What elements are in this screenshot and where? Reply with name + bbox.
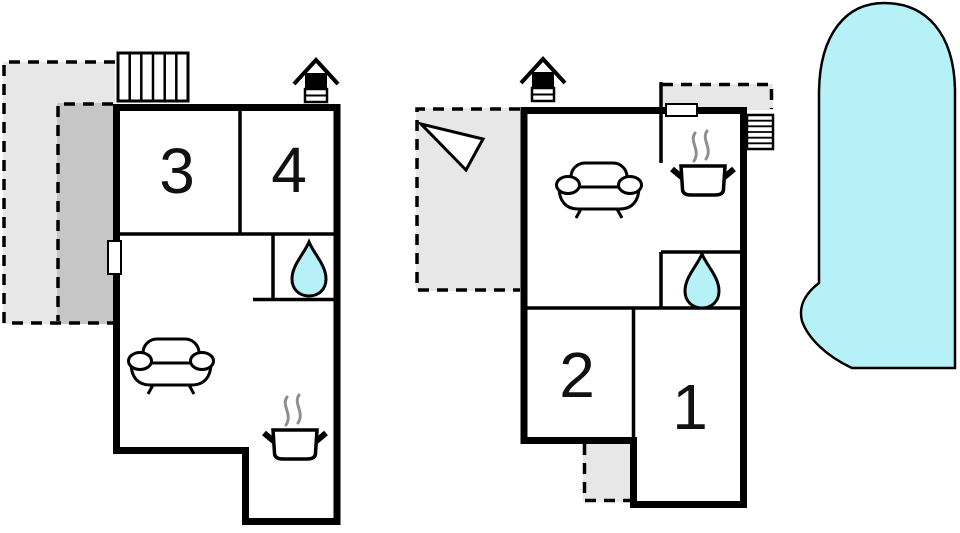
swimming-pool bbox=[799, 1, 957, 370]
room-3-label: 3 bbox=[159, 135, 195, 207]
chimney-icon bbox=[292, 58, 340, 104]
room-1-label: 1 bbox=[672, 371, 708, 443]
right-floor-plan: 2 1 bbox=[415, 57, 775, 508]
terrace-patch-bottom bbox=[583, 443, 630, 502]
direction-arrow-icon bbox=[416, 121, 486, 173]
window-marker bbox=[665, 103, 698, 117]
room-2-label: 2 bbox=[559, 339, 595, 411]
stairs-icon bbox=[116, 51, 190, 103]
stairs-icon bbox=[745, 113, 775, 151]
terrace-patch-dashed-border bbox=[582, 444, 630, 503]
terrace-dashed-border bbox=[415, 107, 520, 292]
window-marker bbox=[107, 240, 122, 275]
room-4-label: 4 bbox=[271, 134, 307, 206]
chimney-icon bbox=[519, 57, 567, 103]
exterior-walls bbox=[113, 104, 341, 525]
terrace-dashed-border-inner bbox=[56, 102, 113, 321]
left-floor-plan: 3 4 bbox=[2, 51, 341, 525]
terrace-area-dark bbox=[57, 103, 113, 324]
terrace-dashed-border bbox=[2, 60, 115, 325]
